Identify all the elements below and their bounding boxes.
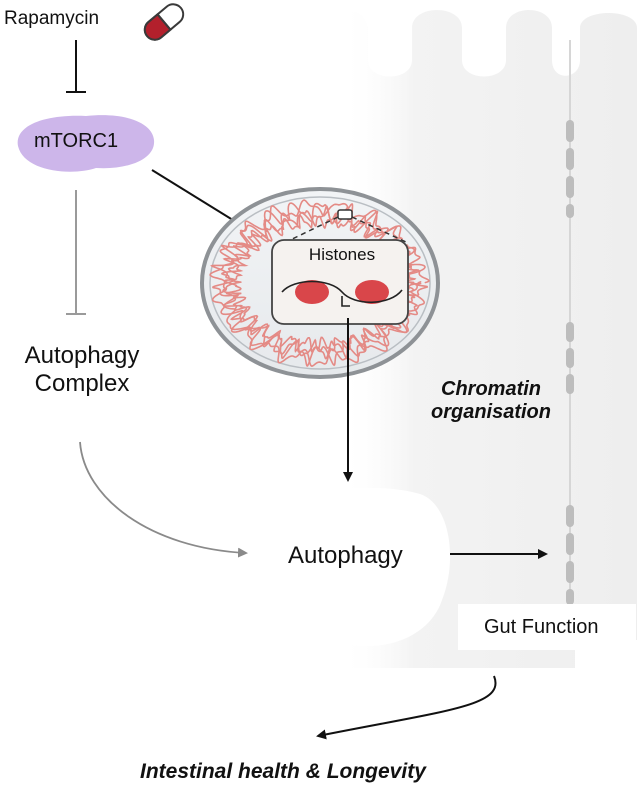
inhibition-mtorc1-autophagy-complex [66, 190, 86, 315]
autophagy-complex-line2: Complex [34, 369, 130, 397]
histone-mark [341, 296, 350, 307]
outcome-label: Intestinal health & Longevity [140, 760, 426, 783]
autophagy-region [272, 487, 636, 650]
autophagy-label: Autophagy [288, 542, 403, 569]
inhibition-rapamycin-mtorc1 [66, 40, 86, 93]
chromatin-line2: organisation [430, 401, 551, 423]
chromatin-loop [223, 212, 417, 354]
chromatin-organisation-label: Chromatin organisation [416, 378, 566, 424]
histone-left [295, 280, 329, 304]
chromatin-loop [220, 205, 422, 360]
chromatin-line1: Chromatin [441, 378, 541, 400]
dna-strand [281, 280, 403, 303]
histones-label: Histones [308, 245, 376, 264]
chromatin-fiber [209, 199, 430, 367]
mtorc1-blob [17, 115, 155, 172]
histones-inset [271, 239, 409, 325]
arrow-gut-longevity [316, 675, 497, 740]
chromatin-loop [209, 199, 430, 367]
rapamycin-label: Rapamycin [4, 8, 100, 29]
autophagy-complex-label: Autophagy Complex [2, 342, 162, 397]
chromatin-loop [210, 202, 429, 367]
capsule-icon [143, 3, 185, 41]
autophagy-complex-line1: Autophagy [24, 342, 140, 369]
cell-junctions [566, 120, 574, 605]
gut-function-label: Gut Function [484, 616, 599, 638]
zoom-indicator [285, 209, 407, 243]
mtorc1-label: mTORC1 [34, 130, 119, 152]
histone-right [355, 280, 389, 304]
arrow-complex-autophagy [79, 441, 248, 558]
